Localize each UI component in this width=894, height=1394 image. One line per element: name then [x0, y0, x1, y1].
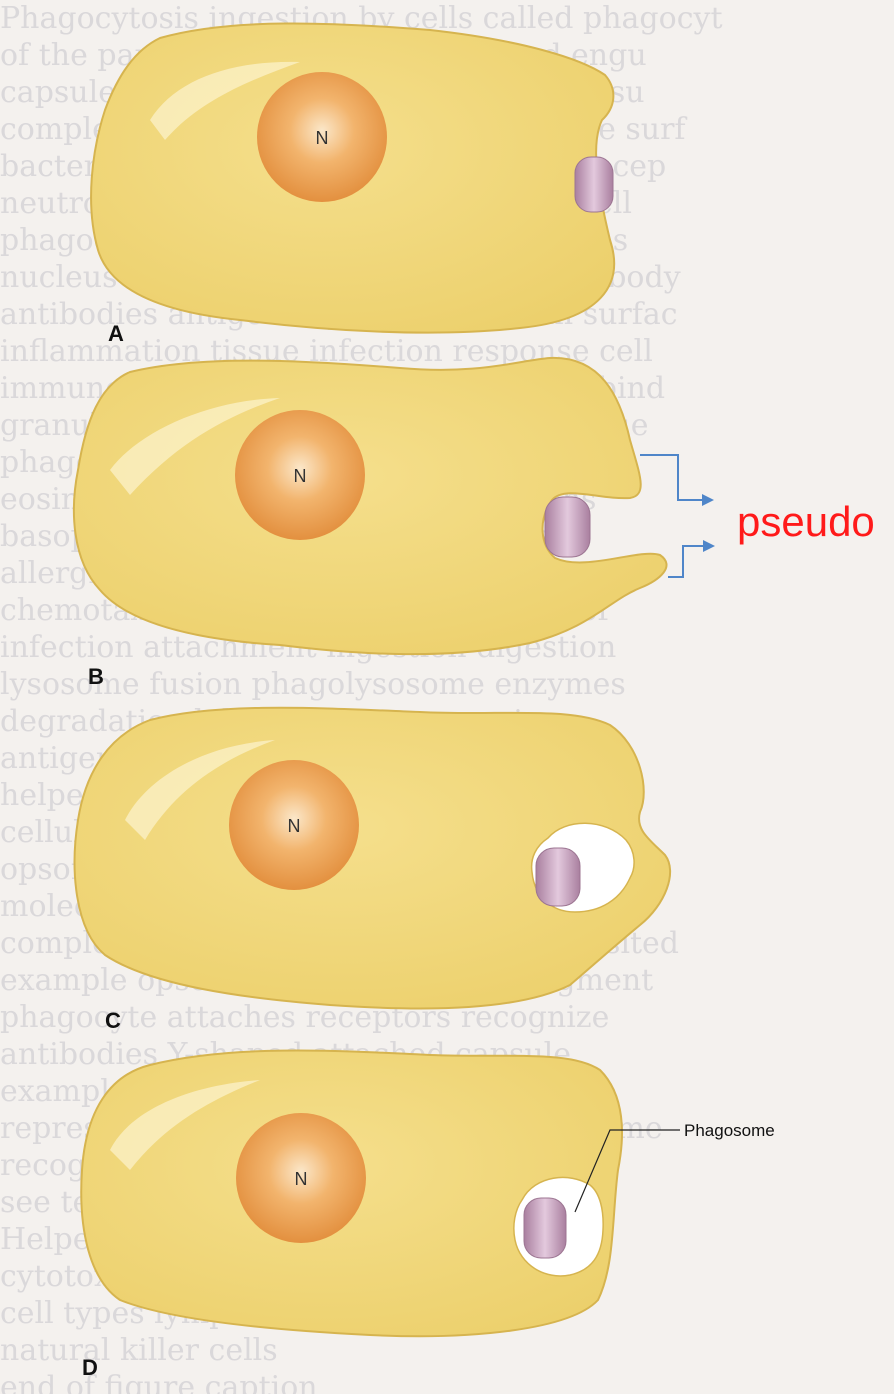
panel-d: N Phagosome D: [81, 1051, 774, 1380]
phagosome-label: Phagosome: [684, 1121, 775, 1140]
pseudo-label: pseudo: [737, 498, 875, 545]
nucleus-label: N: [295, 1169, 308, 1189]
nucleus-label: N: [294, 466, 307, 486]
bacterium-capsule-icon: [524, 1198, 566, 1258]
panel-b: N B: [74, 358, 667, 689]
panel-c: N C: [75, 708, 671, 1033]
bacterium-capsule-icon: [536, 848, 580, 906]
nucleus-label: N: [316, 128, 329, 148]
bacterium-capsule-icon: [545, 497, 590, 557]
arrowhead-icon: [703, 540, 715, 552]
arrowhead-icon: [702, 494, 714, 506]
bracket-arrow-icon: [668, 546, 706, 577]
panel-letter: B: [88, 664, 104, 689]
panel-a: N A: [91, 23, 614, 346]
panel-letter: A: [108, 321, 124, 346]
bacterium-capsule-icon: [575, 157, 613, 212]
pseudopod-annotation: pseudo: [640, 455, 875, 577]
bracket-arrow-icon: [640, 455, 705, 500]
nucleus-label: N: [288, 816, 301, 836]
panel-letter: C: [105, 1008, 121, 1033]
panel-letter: D: [82, 1355, 98, 1380]
